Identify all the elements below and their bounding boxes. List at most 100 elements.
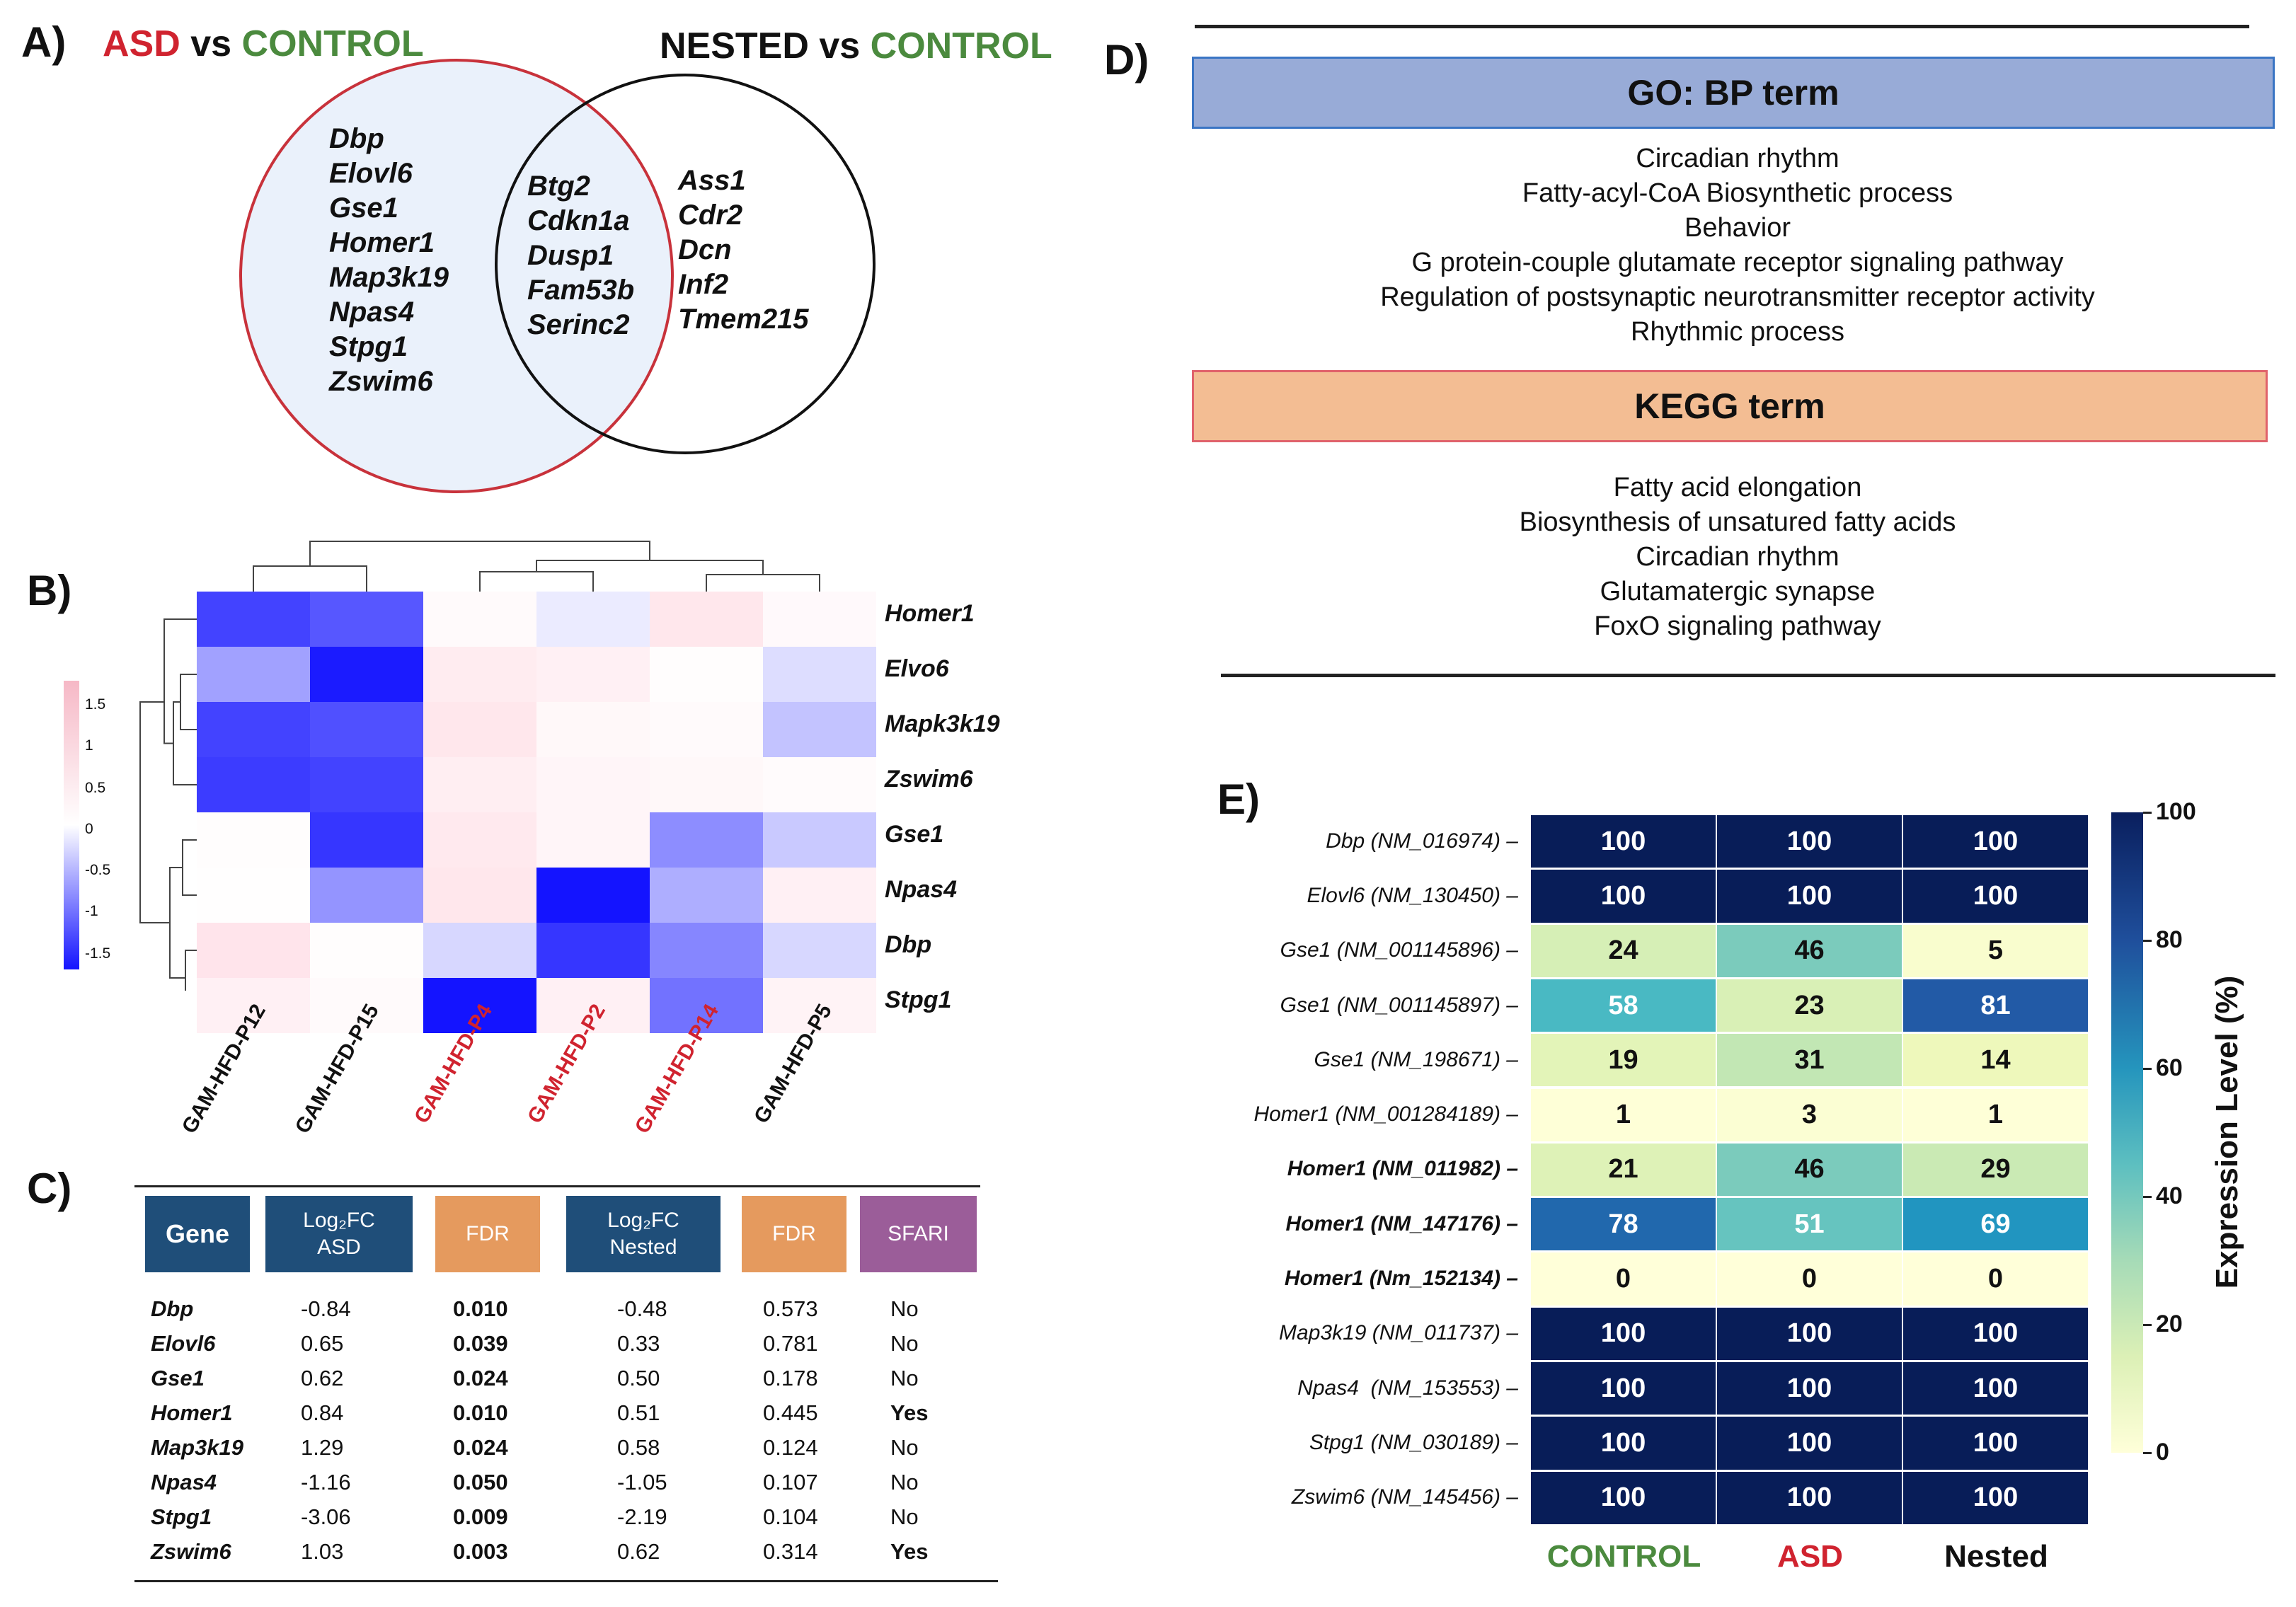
go-term: Fatty-acyl-CoA Biosynthetic process	[1522, 178, 1953, 208]
heatmap-cell	[310, 978, 423, 1033]
expression-cell: 81	[1903, 979, 2088, 1032]
heatmap-row-label: Zswim6	[885, 766, 973, 793]
table-cell-gene: Gse1	[151, 1366, 205, 1390]
table-header-gene: Gene	[145, 1196, 250, 1272]
table-cell-gene: Map3k19	[151, 1435, 243, 1460]
venn-title-right-nested: NESTED	[660, 25, 809, 67]
scale-tick: 0	[85, 821, 93, 837]
heatmap-row-label: Mapk3k19	[885, 710, 1000, 737]
table-cell: No	[890, 1470, 919, 1494]
expression-cell: 100	[1717, 870, 1902, 923]
heatmap-cell	[650, 702, 763, 757]
venn-gene: Fam53b	[527, 275, 635, 306]
expression-cell: 14	[1903, 1034, 2088, 1087]
expression-cell: 24	[1531, 924, 1716, 977]
table-cell: 0.314	[763, 1539, 818, 1564]
expression-cell: 100	[1717, 1307, 1902, 1360]
heatmap-grid	[197, 592, 876, 1033]
go-term: Regulation of postsynaptic neurotransmit…	[1380, 282, 2095, 312]
heatmap-cell	[763, 812, 876, 868]
expression-cell: 0	[1717, 1252, 1902, 1306]
heatmap-cell	[763, 868, 876, 923]
expression-cell: 100	[1903, 815, 2088, 868]
table-cell: 0.50	[617, 1366, 660, 1390]
heatmap-cell	[536, 647, 650, 702]
colorbar-tick-label: 0	[2156, 1439, 2169, 1465]
table-cell: 0.107	[763, 1470, 818, 1494]
expression-cell: 0	[1531, 1252, 1716, 1306]
venn-diagram	[239, 59, 876, 493]
dendrogram-branch	[706, 574, 820, 592]
table-cell: 0.010	[453, 1296, 508, 1321]
table-cell: -1.16	[301, 1470, 351, 1494]
venn-gene: Zswim6	[329, 366, 433, 397]
expression-cell: 46	[1717, 1143, 1902, 1197]
expression-column-label: ASD	[1777, 1539, 1843, 1574]
venn-gene: Dusp1	[527, 240, 614, 271]
divider-bottom	[1221, 674, 2275, 677]
expression-cell: 0	[1903, 1252, 2088, 1306]
header-line-1: Log₂FC	[303, 1209, 375, 1232]
scale-tick: 1	[85, 737, 93, 754]
heatmap-cell	[310, 647, 423, 702]
heatmap-cell	[197, 812, 310, 868]
heatmap-cell	[197, 868, 310, 923]
colorbar-tick-mark	[2143, 940, 2152, 942]
table-top-rule	[134, 1185, 980, 1187]
table-cell: -0.48	[617, 1296, 667, 1321]
expression-cell: 58	[1531, 979, 1716, 1032]
heatmap-cell	[423, 868, 536, 923]
colorbar-tick-label: 20	[2156, 1311, 2183, 1337]
expression-row-label: Gse1 (NM_001145897) –	[1280, 993, 1518, 1017]
expression-cell: 100	[1531, 870, 1716, 923]
table-cell: -0.84	[301, 1296, 351, 1321]
heatmap-cell	[536, 592, 650, 647]
expression-cell: 100	[1717, 1471, 1902, 1524]
heatmap-cell	[650, 757, 763, 812]
panel-label-c: C)	[27, 1165, 72, 1212]
table-cell-gene: Homer1	[151, 1400, 233, 1425]
colorbar-axis-label: Expression Level (%)	[2210, 975, 2244, 1289]
heatmap-cell	[423, 757, 536, 812]
heatmap-cell	[650, 592, 763, 647]
venn-gene: Stpg1	[329, 331, 408, 362]
kegg-term: Fatty acid elongation	[1613, 473, 1862, 502]
venn-gene: Dbp	[329, 123, 384, 154]
venn-circle-nested	[495, 74, 876, 454]
heatmap-row-label: Dbp	[885, 931, 932, 958]
expression-row-label: Homer1 (Nm_152134) –	[1284, 1267, 1518, 1291]
expression-row-label: Stpg1 (NM_030189) –	[1309, 1430, 1518, 1454]
venn-gene: Cdr2	[678, 200, 743, 231]
venn-gene: Dcn	[678, 234, 732, 265]
heatmap-cell	[763, 923, 876, 978]
heatmap-cell	[423, 702, 536, 757]
heatmap-cell	[197, 978, 310, 1033]
expression-cell: 100	[1717, 1362, 1902, 1415]
scale-tick: 0.5	[85, 780, 106, 796]
table-cell: No	[890, 1435, 919, 1460]
heatmap-cell	[650, 647, 763, 702]
heatmap-cell	[650, 868, 763, 923]
venn-left-gene-list: Dbp Elovl6 Gse1 Homer1 Map3k19 Npas4 Stp…	[329, 122, 449, 399]
table-cell: No	[890, 1296, 919, 1321]
table-cell: 0.050	[453, 1470, 508, 1494]
heatmap-cell	[763, 757, 876, 812]
expression-cell: 100	[1903, 870, 2088, 923]
expression-column-label: CONTROL	[1546, 1539, 1701, 1574]
dendrogram-branch	[479, 571, 594, 592]
expression-row-label: Elovl6 (NM_130450) –	[1307, 883, 1519, 907]
heatmap-cell	[310, 702, 423, 757]
heatmap-cell	[536, 923, 650, 978]
heatmap-row-label: Npas4	[885, 876, 958, 903]
colorbar-tick-mark	[2143, 1196, 2152, 1198]
table-header-fdr-nested: FDR	[742, 1196, 846, 1272]
venn-title-right: NESTED vs CONTROL	[660, 25, 1052, 67]
expression-cell: 23	[1717, 979, 1902, 1032]
kegg-banner: KEGG term	[1192, 370, 2268, 442]
expression-row-label: Dbp (NM_016974) –	[1326, 829, 1518, 853]
venn-gene: Tmem215	[678, 304, 809, 335]
dendrogram-branch	[182, 839, 197, 896]
heatmap-row-label: Homer1	[885, 600, 975, 627]
go-term: Rhythmic process	[1631, 317, 1844, 347]
